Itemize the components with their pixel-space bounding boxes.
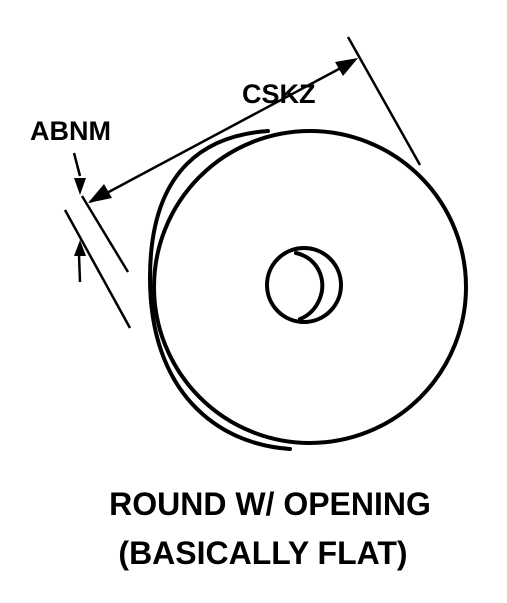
cskz-arrowhead-right (335, 58, 358, 76)
abnm-arrow-bottom-shaft (77, 254, 82, 283)
abnm-label: ABNM (30, 116, 111, 146)
abnm-arrowhead-top (74, 178, 86, 195)
abnm-extension-line-inner (63, 209, 132, 329)
center-hole (265, 246, 343, 324)
center-hole-inner-arc (294, 251, 325, 321)
abnm-arrow-top-shaft (72, 152, 82, 177)
cskz-extension-line (346, 36, 422, 166)
caption-line-2: (BASICALLY FLAT) (118, 535, 407, 571)
disc-front-face (152, 129, 468, 445)
caption-line-1: ROUND W/ OPENING (109, 486, 431, 522)
cskz-label: CSKZ (242, 79, 316, 109)
cskz-dimension-line (89, 60, 353, 204)
abnm-arrowhead-bottom (74, 240, 86, 256)
disc-back-edge (148, 129, 292, 451)
abnm-extension-line-outer (80, 195, 130, 273)
cskz-arrowhead-left (88, 184, 112, 203)
